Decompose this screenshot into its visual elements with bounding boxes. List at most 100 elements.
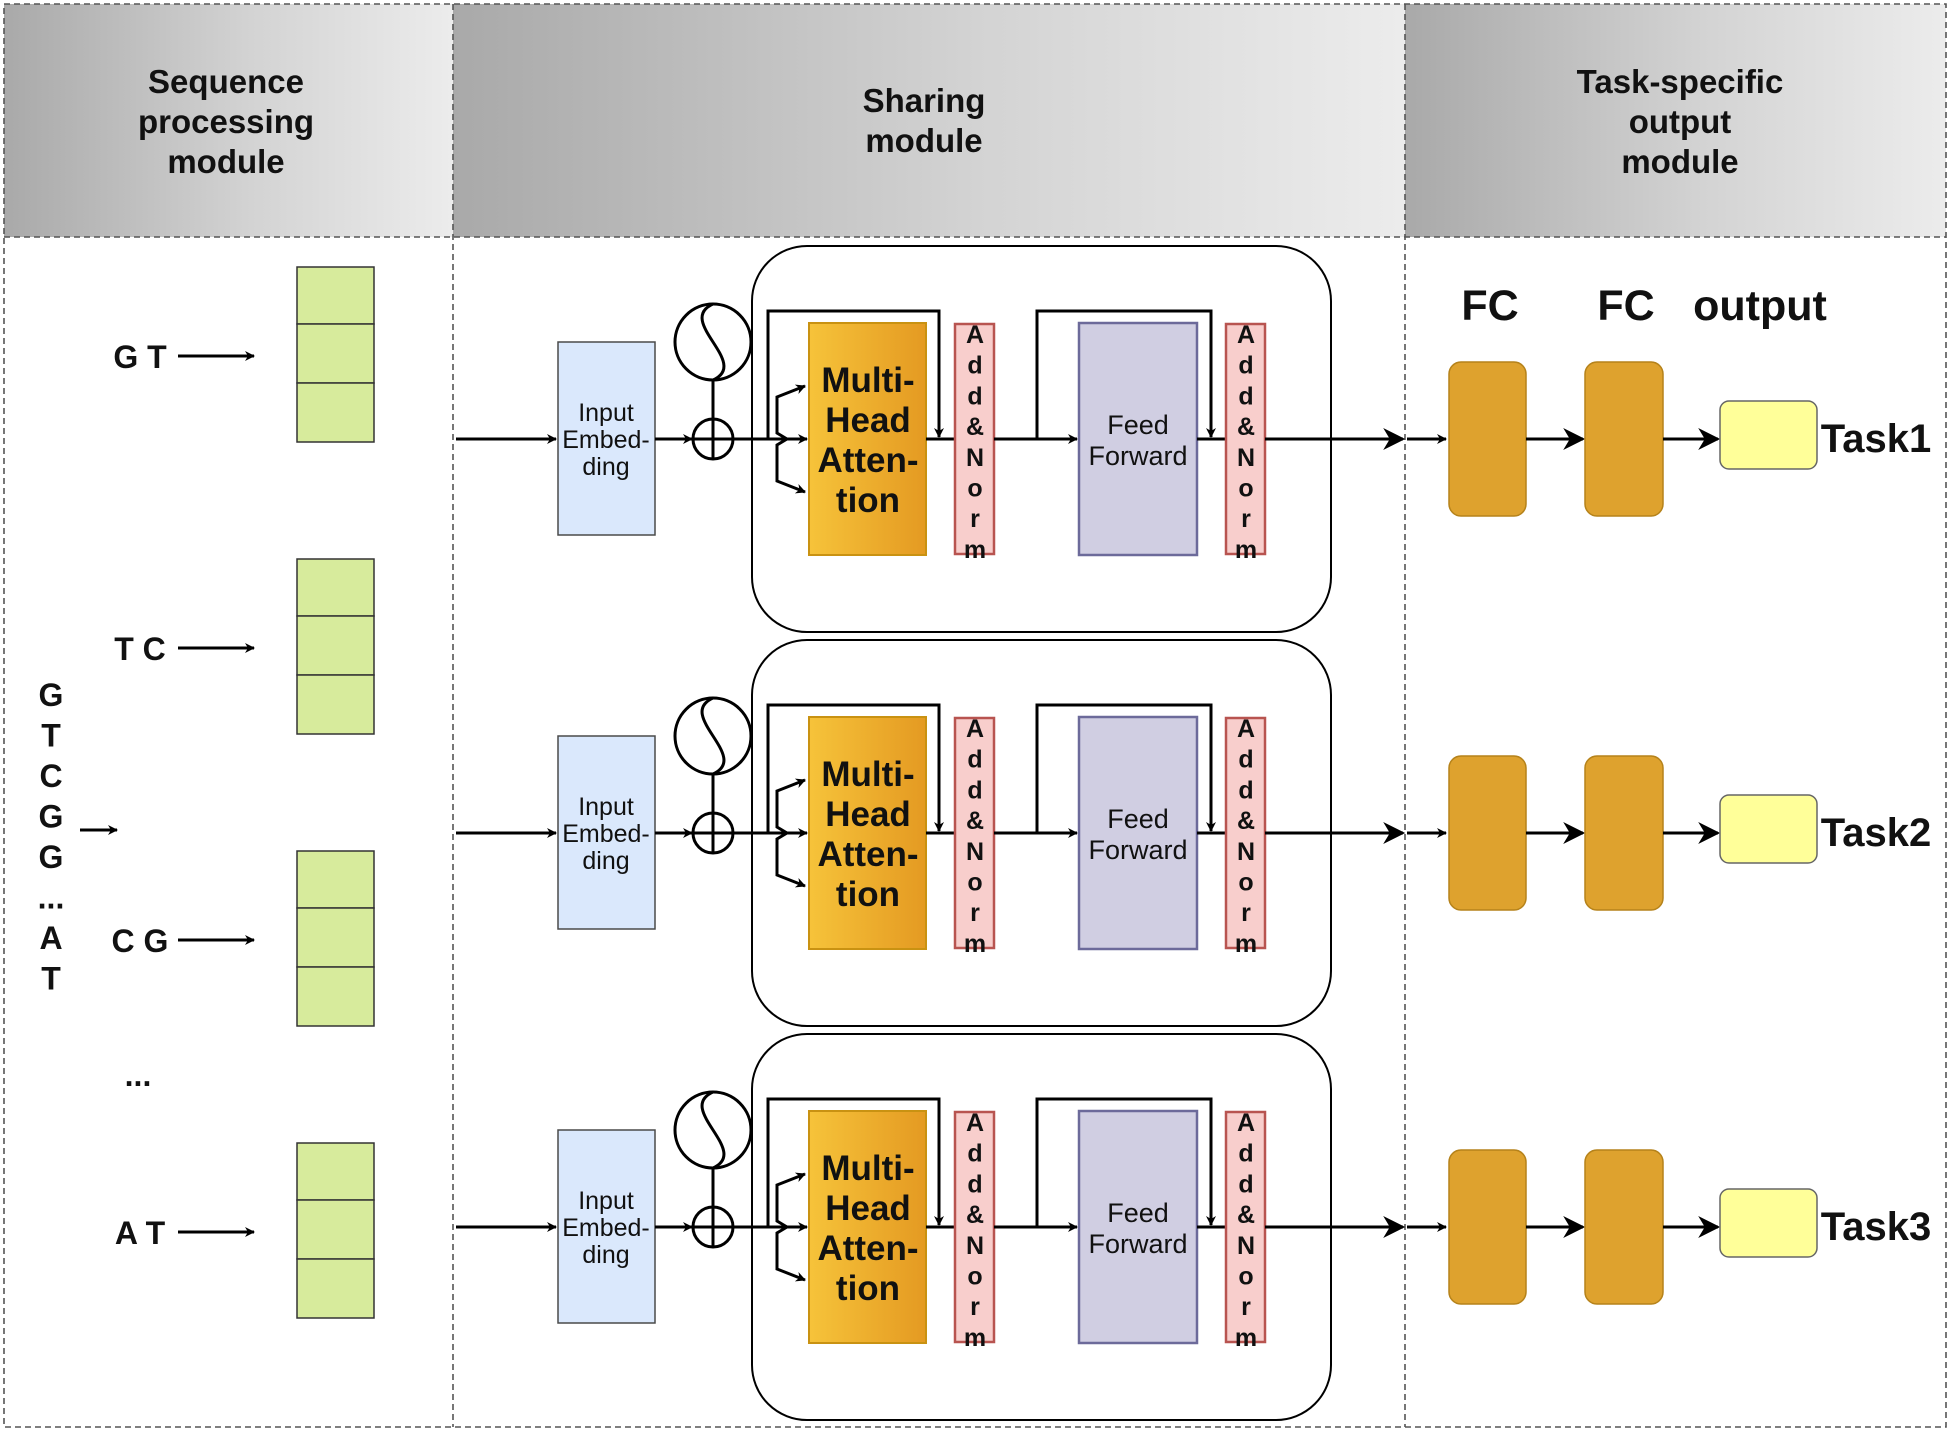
output-block [1719, 400, 1818, 470]
add-norm-label: A [966, 321, 984, 349]
task-label: Task1 [1821, 417, 1931, 461]
add-norm-label: m [1235, 1324, 1257, 1352]
header-middle-line-1: module [865, 122, 982, 159]
fc1-block [1448, 755, 1527, 911]
multi-head-attention-block [808, 716, 927, 950]
embedding-vector-cell [296, 674, 375, 735]
sine-wave-icon [700, 696, 726, 776]
multi-head-attention-label: tion [836, 1269, 900, 1308]
add-norm-label: d [967, 352, 982, 380]
output-block [1719, 794, 1818, 864]
embedding-vector-cell [296, 323, 375, 384]
add-norm-label: A [1237, 321, 1255, 349]
add-norm-label: N [1237, 444, 1255, 472]
multi-head-attention-label: Multi- [821, 755, 914, 794]
transformer-rows: InputEmbed-dingMulti-HeadAtten-tionAdd&N… [456, 245, 1931, 1421]
multi-head-attention-label: Atten- [817, 835, 918, 874]
output-label: output [1693, 282, 1827, 330]
attention-branch-arrow [775, 778, 806, 835]
add-norm-label: o [967, 475, 982, 503]
task-label: Task2 [1821, 811, 1931, 855]
multi-head-attention-label: Atten- [817, 441, 918, 480]
feed-forward-label: Forward [1088, 1229, 1187, 1259]
add-norm-label: d [967, 746, 982, 774]
add-norm-label: m [964, 536, 986, 564]
embedding-vector-cell [296, 966, 375, 1027]
add-norm-block [1224, 716, 1267, 950]
add-norm-label: r [1241, 899, 1251, 927]
multi-head-attention-label: Head [825, 795, 911, 834]
add-norm-label: m [964, 1324, 986, 1352]
add-norm-label: & [966, 1201, 984, 1229]
kmer-label: A T [115, 1215, 166, 1251]
transformer-row-2: InputEmbed-dingMulti-HeadAtten-tionAdd&N… [456, 639, 1931, 1027]
header-right-line-1: output [1629, 103, 1732, 140]
sine-wave-icon [700, 1090, 726, 1170]
embedding-vector-cell [296, 382, 375, 443]
kmer-group: A T [115, 1142, 375, 1319]
add-norm-label: r [1241, 505, 1251, 533]
kmer-ellipsis: ... [125, 1057, 152, 1093]
sequence-letter: G [39, 677, 64, 713]
header-middle-bg [453, 4, 1405, 237]
add-norm-label: & [1237, 1201, 1255, 1229]
add-norm-label: A [1237, 715, 1255, 743]
add-norm-label: d [967, 1140, 982, 1168]
embedding-vector-cell [296, 558, 375, 617]
multi-head-attention-label: Multi- [821, 1149, 914, 1188]
sequence-letter: T [41, 961, 61, 997]
feed-forward-label: Forward [1088, 835, 1187, 865]
positional-encoding [673, 696, 753, 855]
residual-arrow [766, 1097, 944, 1227]
transformer-row-3: InputEmbed-dingMulti-HeadAtten-tionAdd&N… [456, 1033, 1931, 1421]
add-norm-label: & [1237, 807, 1255, 835]
fc1-label: FC [1461, 282, 1518, 330]
multi-head-attention-label: Atten- [817, 1229, 918, 1268]
sequence-letter: C [39, 758, 62, 794]
fc2-block [1584, 755, 1664, 911]
input-embedding-label: Embed- [562, 820, 650, 848]
add-norm-label: N [1237, 838, 1255, 866]
transformer-row-1: InputEmbed-dingMulti-HeadAtten-tionAdd&N… [456, 245, 1931, 633]
residual-arrow [766, 703, 944, 833]
add-norm-label: o [1238, 475, 1253, 503]
add-norm-label: A [1237, 1109, 1255, 1137]
feed-forward-label: Forward [1088, 441, 1187, 471]
add-norm-label: & [966, 413, 984, 441]
fc2-block [1584, 1149, 1664, 1305]
add-norm-label: d [1238, 352, 1253, 380]
header-right-bg [1405, 4, 1946, 237]
add-norm-label: d [967, 1170, 982, 1198]
task-label: Task3 [1821, 1205, 1931, 1249]
add-norm-label: N [966, 444, 984, 472]
input-embedding-label: Input [578, 793, 634, 821]
input-embedding-label: Embed- [562, 1214, 650, 1242]
attention-branch-arrow [775, 1172, 806, 1229]
add-norm-label: d [1238, 1140, 1253, 1168]
sine-wave-icon [700, 302, 726, 382]
input-embedding-label: Input [578, 399, 634, 427]
positional-encoding [673, 302, 753, 461]
add-norm-label: r [970, 505, 980, 533]
embedding-vector-cell [296, 1199, 375, 1260]
header-right-line-0: Task-specific [1577, 63, 1784, 100]
input-embedding-block [557, 341, 656, 536]
multi-head-attention-block [808, 322, 927, 556]
input-embedding-label: ding [582, 453, 629, 481]
sequence-letter: G [39, 799, 64, 835]
add-norm-label: r [1241, 1293, 1251, 1321]
header-right-line-2: module [1621, 143, 1738, 180]
add-norm-label: d [967, 776, 982, 804]
add-norm-label: N [966, 838, 984, 866]
kmer-label: G T [113, 339, 167, 375]
add-norm-block [953, 322, 996, 556]
add-norm-block [1224, 1110, 1267, 1344]
add-norm-label: N [1237, 1232, 1255, 1260]
multi-head-attention-block [808, 1110, 927, 1344]
multi-head-attention-label: tion [836, 875, 900, 914]
fc1-block [1448, 361, 1527, 517]
add-norm-label: o [1238, 869, 1253, 897]
